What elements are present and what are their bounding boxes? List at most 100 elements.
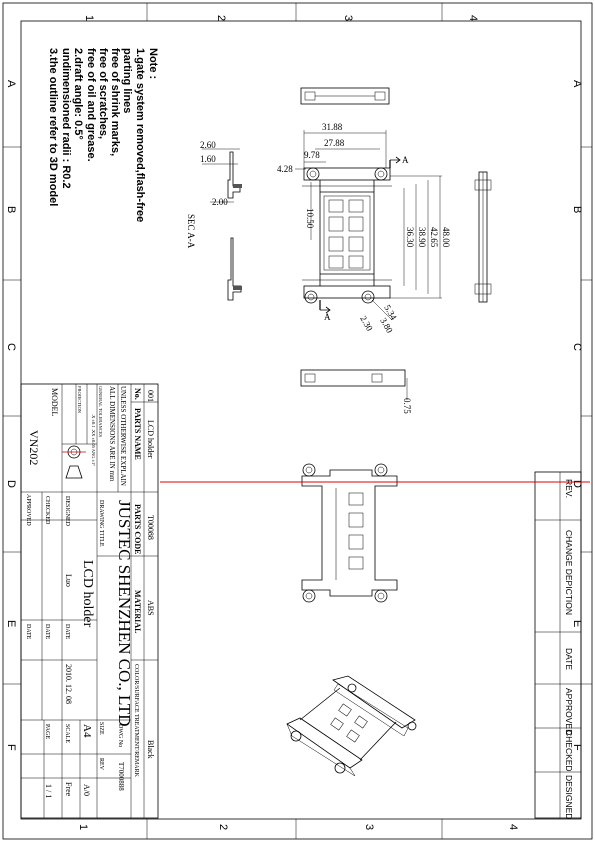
section-view: 2.60 1.60 2.00 SEC A-A bbox=[186, 140, 242, 301]
no-label: No. bbox=[133, 388, 142, 400]
notes-heading: Note : bbox=[147, 48, 159, 79]
rev-value: A/0 bbox=[82, 784, 91, 796]
rev-header-date: DATE bbox=[564, 648, 574, 670]
side-view bbox=[474, 171, 492, 303]
parts-name-label: PARTS NAME bbox=[133, 408, 142, 460]
front-view-dimensions: 31.88 27.88 9.78 4.28 10.50 48.00 42.65 … bbox=[277, 122, 451, 335]
date-value: 2010. 12. 08 bbox=[64, 664, 73, 704]
dim-27-88: 27.88 bbox=[324, 138, 345, 148]
tol-values: .X ±0.1 .XX ±0.05 ANG ±1° bbox=[91, 414, 96, 466]
front-view bbox=[302, 167, 392, 304]
rev-header-checked: CHECKED bbox=[564, 730, 574, 772]
notes-block: Note : 1.gate system removed,flash-free … bbox=[47, 48, 159, 222]
note-line-8: 3.the outline refer to 3D model bbox=[47, 48, 59, 206]
page-label: PAGE bbox=[44, 724, 50, 739]
rev-header-rev: REV. bbox=[564, 479, 574, 498]
dim-9-78: 9.78 bbox=[304, 150, 320, 160]
zone-labels: 1 2 3 4 1 2 3 4 A B C D E F A B C D E F bbox=[5, 15, 583, 830]
zone-row-a-right: A bbox=[571, 80, 583, 88]
rev-header-change: CHANGE DEPICTION bbox=[564, 530, 574, 615]
date-label-1: DATE bbox=[64, 624, 70, 640]
page-value: 1 / 1 bbox=[44, 784, 53, 798]
date-label-2: DATE bbox=[44, 624, 50, 640]
zone-row-f-right: F bbox=[571, 744, 583, 751]
item-name: LCD holder bbox=[146, 420, 155, 459]
zone-row-e-right: E bbox=[571, 620, 583, 627]
edge-view: 0.75 bbox=[300, 369, 412, 414]
scale-label: SCALE bbox=[64, 724, 70, 743]
title-block-text: 001 LCD holder No. PARTS NAME PARTS CODE… bbox=[25, 386, 155, 798]
approved-label: APPROVED bbox=[25, 494, 31, 526]
color-label: COLOR/SURFACE TREATMENT/REMARK bbox=[133, 664, 139, 778]
revision-table: REV. CHANGE DEPICTION DATE APPROVED CHEC… bbox=[534, 471, 582, 819]
designed-label: DESIGNED bbox=[64, 496, 70, 527]
dim-1-60: 1.60 bbox=[200, 154, 216, 164]
dwg-no: T7000888 bbox=[117, 762, 125, 791]
zone-col-3-top: 3 bbox=[342, 15, 354, 21]
size-label: SIZE bbox=[98, 722, 104, 735]
bottom-view bbox=[301, 463, 398, 603]
note-line-7: undimensioned radii : R0.2 bbox=[60, 48, 72, 189]
material-label: MATERIAL bbox=[133, 590, 142, 633]
zone-row-b-left: B bbox=[5, 206, 17, 213]
projection-label: PROJECTION bbox=[77, 386, 82, 414]
zone-row-c-right: C bbox=[571, 343, 583, 351]
note-line-2: parting lines bbox=[121, 48, 133, 113]
units-note: ALL DIMENSIONS ARE IN mm bbox=[108, 386, 116, 482]
dim-48-00: 48.00 bbox=[441, 227, 451, 248]
material: ABS bbox=[146, 600, 155, 616]
rev-header-designed: DESIGNED bbox=[564, 775, 574, 819]
color: Black bbox=[146, 740, 155, 759]
zone-col-4-bottom: 4 bbox=[507, 824, 519, 830]
date-label-3: DATE bbox=[25, 624, 31, 640]
zone-row-a-left: A bbox=[5, 80, 17, 88]
zone-row-c-left: C bbox=[5, 343, 17, 351]
zone-row-e-left: E bbox=[5, 620, 17, 627]
projection-symbol bbox=[62, 445, 86, 479]
zone-col-2-bottom: 2 bbox=[217, 824, 229, 830]
note-line-4: free of scratches, bbox=[97, 48, 109, 139]
zone-col-1-bottom: 1 bbox=[77, 824, 89, 830]
tolerance-note: UNLESS OTHERWISE EXPLAIN bbox=[119, 386, 127, 486]
dim-10-50: 10.50 bbox=[305, 208, 315, 229]
checked-label: CHECKED bbox=[44, 496, 50, 525]
note-line-3: free of shrink marks, bbox=[109, 48, 121, 156]
dim-38-90: 38.90 bbox=[417, 227, 427, 248]
zone-col-4-top: 4 bbox=[467, 15, 479, 21]
item-no: 001 bbox=[146, 390, 155, 402]
dim-0-75: 0.75 bbox=[402, 398, 412, 414]
scale-value: Free bbox=[64, 782, 73, 797]
dim-31-88: 31.88 bbox=[322, 122, 343, 132]
dim-2-00: 2.00 bbox=[212, 197, 228, 207]
drawing-title-label: DRAWING TITLE bbox=[98, 500, 104, 547]
model-value: VN202 bbox=[27, 430, 41, 465]
top-view bbox=[300, 87, 390, 105]
note-line-1: 1.gate system removed,flash-free bbox=[134, 48, 146, 222]
general-tol-label: GENERAL TOLERANCES bbox=[98, 386, 103, 438]
dim-2-60: 2.60 bbox=[200, 140, 216, 150]
title-block bbox=[20, 383, 159, 819]
section-mark-top: A bbox=[402, 155, 409, 165]
section-label: SEC A-A bbox=[186, 214, 196, 249]
zone-row-f-left: F bbox=[5, 744, 17, 751]
zone-row-b-right: B bbox=[571, 206, 583, 213]
zone-col-2-top: 2 bbox=[215, 15, 227, 21]
dim-4-28: 4.28 bbox=[277, 164, 293, 174]
parts-code: T00088 bbox=[146, 515, 155, 540]
zone-col-3-bottom: 3 bbox=[363, 824, 375, 830]
zone-col-1-top: 1 bbox=[83, 15, 95, 21]
isometric-view bbox=[286, 675, 417, 777]
dim-36-30: 36.30 bbox=[405, 227, 415, 248]
parts-code-label: PARTS CODE bbox=[133, 504, 142, 554]
note-line-5: free of oil and grease. bbox=[85, 48, 97, 162]
drawing-title: LCD holder bbox=[80, 560, 95, 628]
size-value: A4 bbox=[81, 724, 93, 738]
model-label: MODEL bbox=[50, 388, 59, 417]
dim-42-65: 42.65 bbox=[429, 227, 439, 248]
company-name: JUSTEC SHENZHEN CO., LTD bbox=[115, 500, 134, 727]
zone-row-d-left: D bbox=[5, 480, 17, 488]
dim-2-30: 2.30 bbox=[358, 314, 375, 333]
designer: Luo bbox=[64, 574, 73, 587]
